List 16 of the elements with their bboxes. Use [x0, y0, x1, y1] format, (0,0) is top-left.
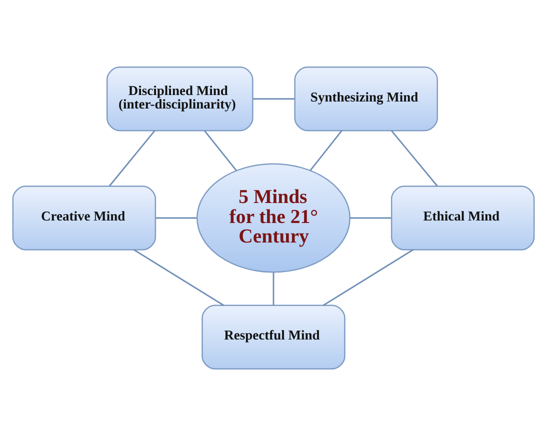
node-ellipse: 5 Minds for the 21° Century [196, 163, 350, 273]
connector [156, 217, 197, 219]
connector [252, 98, 295, 100]
connector [322, 249, 414, 306]
connector [204, 130, 237, 172]
node-box: Synthesizing Mind [294, 66, 438, 132]
connector [134, 249, 224, 306]
connector [108, 130, 156, 186]
connector [390, 130, 438, 186]
node-box: Respectful Mind [202, 304, 346, 370]
node-box: Disciplined Mind (inter-disciplinarity) [106, 66, 254, 132]
node-box: Ethical Mind [390, 186, 535, 250]
connector [350, 217, 392, 219]
connector [310, 130, 342, 171]
connector [272, 272, 274, 306]
node-box: Creative Mind [12, 186, 156, 250]
